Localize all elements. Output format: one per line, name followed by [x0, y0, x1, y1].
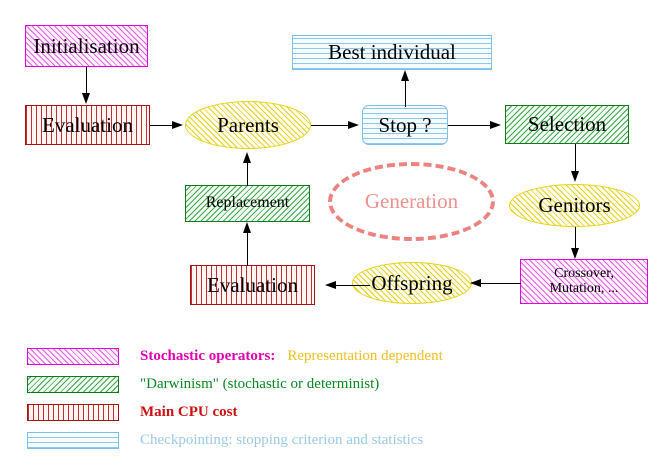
node-selection[interactable]: Selection [505, 105, 629, 144]
edge-evaluation-parents-arrowhead [172, 120, 183, 129]
node-generation-annotation: Generation [328, 162, 495, 241]
edge-initialisation-evaluation-line [86, 67, 87, 94]
node-replacement[interactable]: Replacement [185, 185, 310, 222]
edge-selection-genitors-arrowhead [570, 171, 579, 182]
node-best-individual-label: Best individual [328, 40, 456, 65]
node-evaluation-bottom[interactable]: Evaluation [190, 265, 315, 305]
node-evaluation-top-label: Evaluation [42, 112, 133, 137]
node-selection-label: Selection [527, 112, 607, 137]
edge-stop-best-individual-arrowhead [400, 70, 409, 81]
legend-swatch-green-diagonal-hatch [27, 375, 119, 393]
node-initialisation-label: Initialisation [33, 33, 140, 58]
node-offspring[interactable]: Offspring [352, 262, 472, 304]
node-stop-label: Stop ? [378, 112, 432, 137]
edge-offspring-evaluation-arrowhead [325, 280, 336, 289]
legend-row-darwinism: "Darwinism" (stochastic or determinist) [27, 374, 379, 394]
legend-swatch-blue-horizontal-hatch [27, 431, 119, 449]
edge-selection-genitors-line [575, 144, 576, 172]
legend-label-darwinism: "Darwinism" (stochastic or determinist) [140, 375, 380, 392]
node-stop[interactable]: Stop ? [362, 105, 448, 145]
node-genitors[interactable]: Genitors [509, 184, 640, 227]
node-parents-label: Parents [217, 112, 279, 137]
node-offspring-label: Offspring [371, 270, 453, 295]
legend-row-checkpointing: Checkpointing: stopping criterion and st… [27, 430, 423, 450]
legend-row-stochastic-operators: Stochastic operators: Representation dep… [27, 346, 443, 366]
edge-evaluation-replacement-arrowhead [242, 222, 251, 233]
edge-parents-stop-arrowhead [348, 120, 359, 129]
legend-label-representation-dependent: Representation dependent [287, 347, 443, 364]
edge-evaluation-replacement-line [247, 233, 248, 266]
node-crossover-mutation-label: Crossover, Mutation, ... [549, 265, 619, 296]
edge-stop-selection-line [448, 125, 492, 126]
edge-crossover-offspring-line [481, 283, 521, 284]
node-replacement-label: Replacement [205, 194, 290, 212]
legend-row-main-cpu-cost: Main CPU cost [27, 402, 238, 422]
node-genitors-label: Genitors [538, 193, 611, 218]
edge-genitors-crossover-line [575, 227, 576, 249]
edge-crossover-offspring-arrowhead [470, 278, 481, 287]
edge-replacement-parents-line [247, 163, 248, 186]
node-best-individual[interactable]: Best individual [292, 35, 492, 70]
node-generation-label: Generation [364, 189, 459, 213]
node-initialisation[interactable]: Initialisation [25, 25, 148, 67]
node-crossover-mutation[interactable]: Crossover, Mutation, ... [520, 259, 648, 304]
node-evaluation-bottom-label: Evaluation [207, 272, 298, 297]
edge-replacement-parents-arrowhead [242, 152, 251, 163]
legend-label-main-cpu-cost: Main CPU cost [140, 403, 238, 420]
edge-stop-selection-arrowhead [490, 120, 501, 129]
legend-swatch-red-vertical-hatch [27, 403, 119, 421]
edge-stop-best-individual-line [405, 81, 406, 107]
edge-offspring-evaluation-line [336, 285, 370, 286]
edge-evaluation-parents-line [150, 125, 177, 126]
legend-label-checkpointing: Checkpointing: stopping criterion and st… [140, 431, 424, 448]
node-evaluation-top[interactable]: Evaluation [25, 105, 150, 145]
node-parents[interactable]: Parents [185, 101, 311, 149]
edge-parents-stop-line [311, 125, 351, 126]
edge-initialisation-evaluation-arrowhead [81, 93, 90, 104]
legend-label-stochastic-operators: Stochastic operators: [140, 347, 276, 364]
edge-genitors-crossover-arrowhead [570, 248, 579, 259]
legend-swatch-magenta-diagonal-hatch [27, 347, 119, 365]
